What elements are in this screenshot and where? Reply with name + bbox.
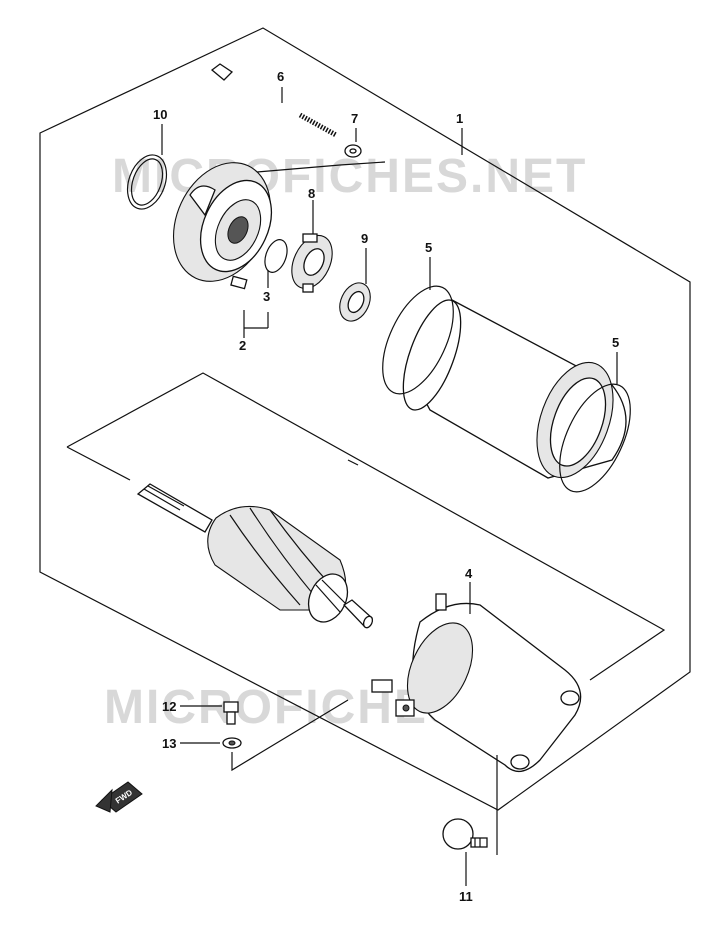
rear-housing[interactable] <box>371 593 582 772</box>
o-ring-3[interactable] <box>261 237 291 276</box>
armature-subbox-left <box>66 446 131 481</box>
label-part-11: 11 <box>459 889 473 904</box>
through-bolt[interactable] <box>210 63 338 138</box>
o-ring-10[interactable] <box>121 150 174 215</box>
yoke-body[interactable] <box>391 293 627 488</box>
label-part-12: 12 <box>162 699 176 714</box>
label-part-3: 3 <box>263 289 270 304</box>
leader-13-assembly <box>231 699 349 772</box>
label-part-7: 7 <box>351 111 358 126</box>
label-part-2: 2 <box>239 338 246 353</box>
label-part-10: 10 <box>153 107 167 122</box>
o-ring-5-left[interactable] <box>368 276 468 405</box>
armature[interactable] <box>136 483 374 629</box>
front-housing[interactable] <box>155 147 289 297</box>
assembly-outline <box>39 27 691 811</box>
bolt-12[interactable] <box>223 701 239 725</box>
label-part-6: 6 <box>277 69 284 84</box>
terminal-cap-11[interactable] <box>442 818 488 850</box>
label-part-1: 1 <box>456 111 463 126</box>
label-part-9: 9 <box>361 231 368 246</box>
lock-plate-8[interactable] <box>284 229 340 295</box>
label-part-13: 13 <box>162 736 176 751</box>
o-ring-5-right[interactable] <box>545 374 645 503</box>
label-part-5-left: 5 <box>425 240 432 255</box>
watermark-top: MICROFICHES.NET <box>112 150 587 203</box>
label-part-4: 4 <box>465 566 473 581</box>
armature-subbox-dash <box>347 459 359 466</box>
label-part-8: 8 <box>308 186 315 201</box>
leader-bolt-line <box>221 161 386 176</box>
armature-subbox-top <box>66 372 666 681</box>
forward-direction-badge: FWD <box>95 781 143 813</box>
label-part-5-right: 5 <box>612 335 619 350</box>
